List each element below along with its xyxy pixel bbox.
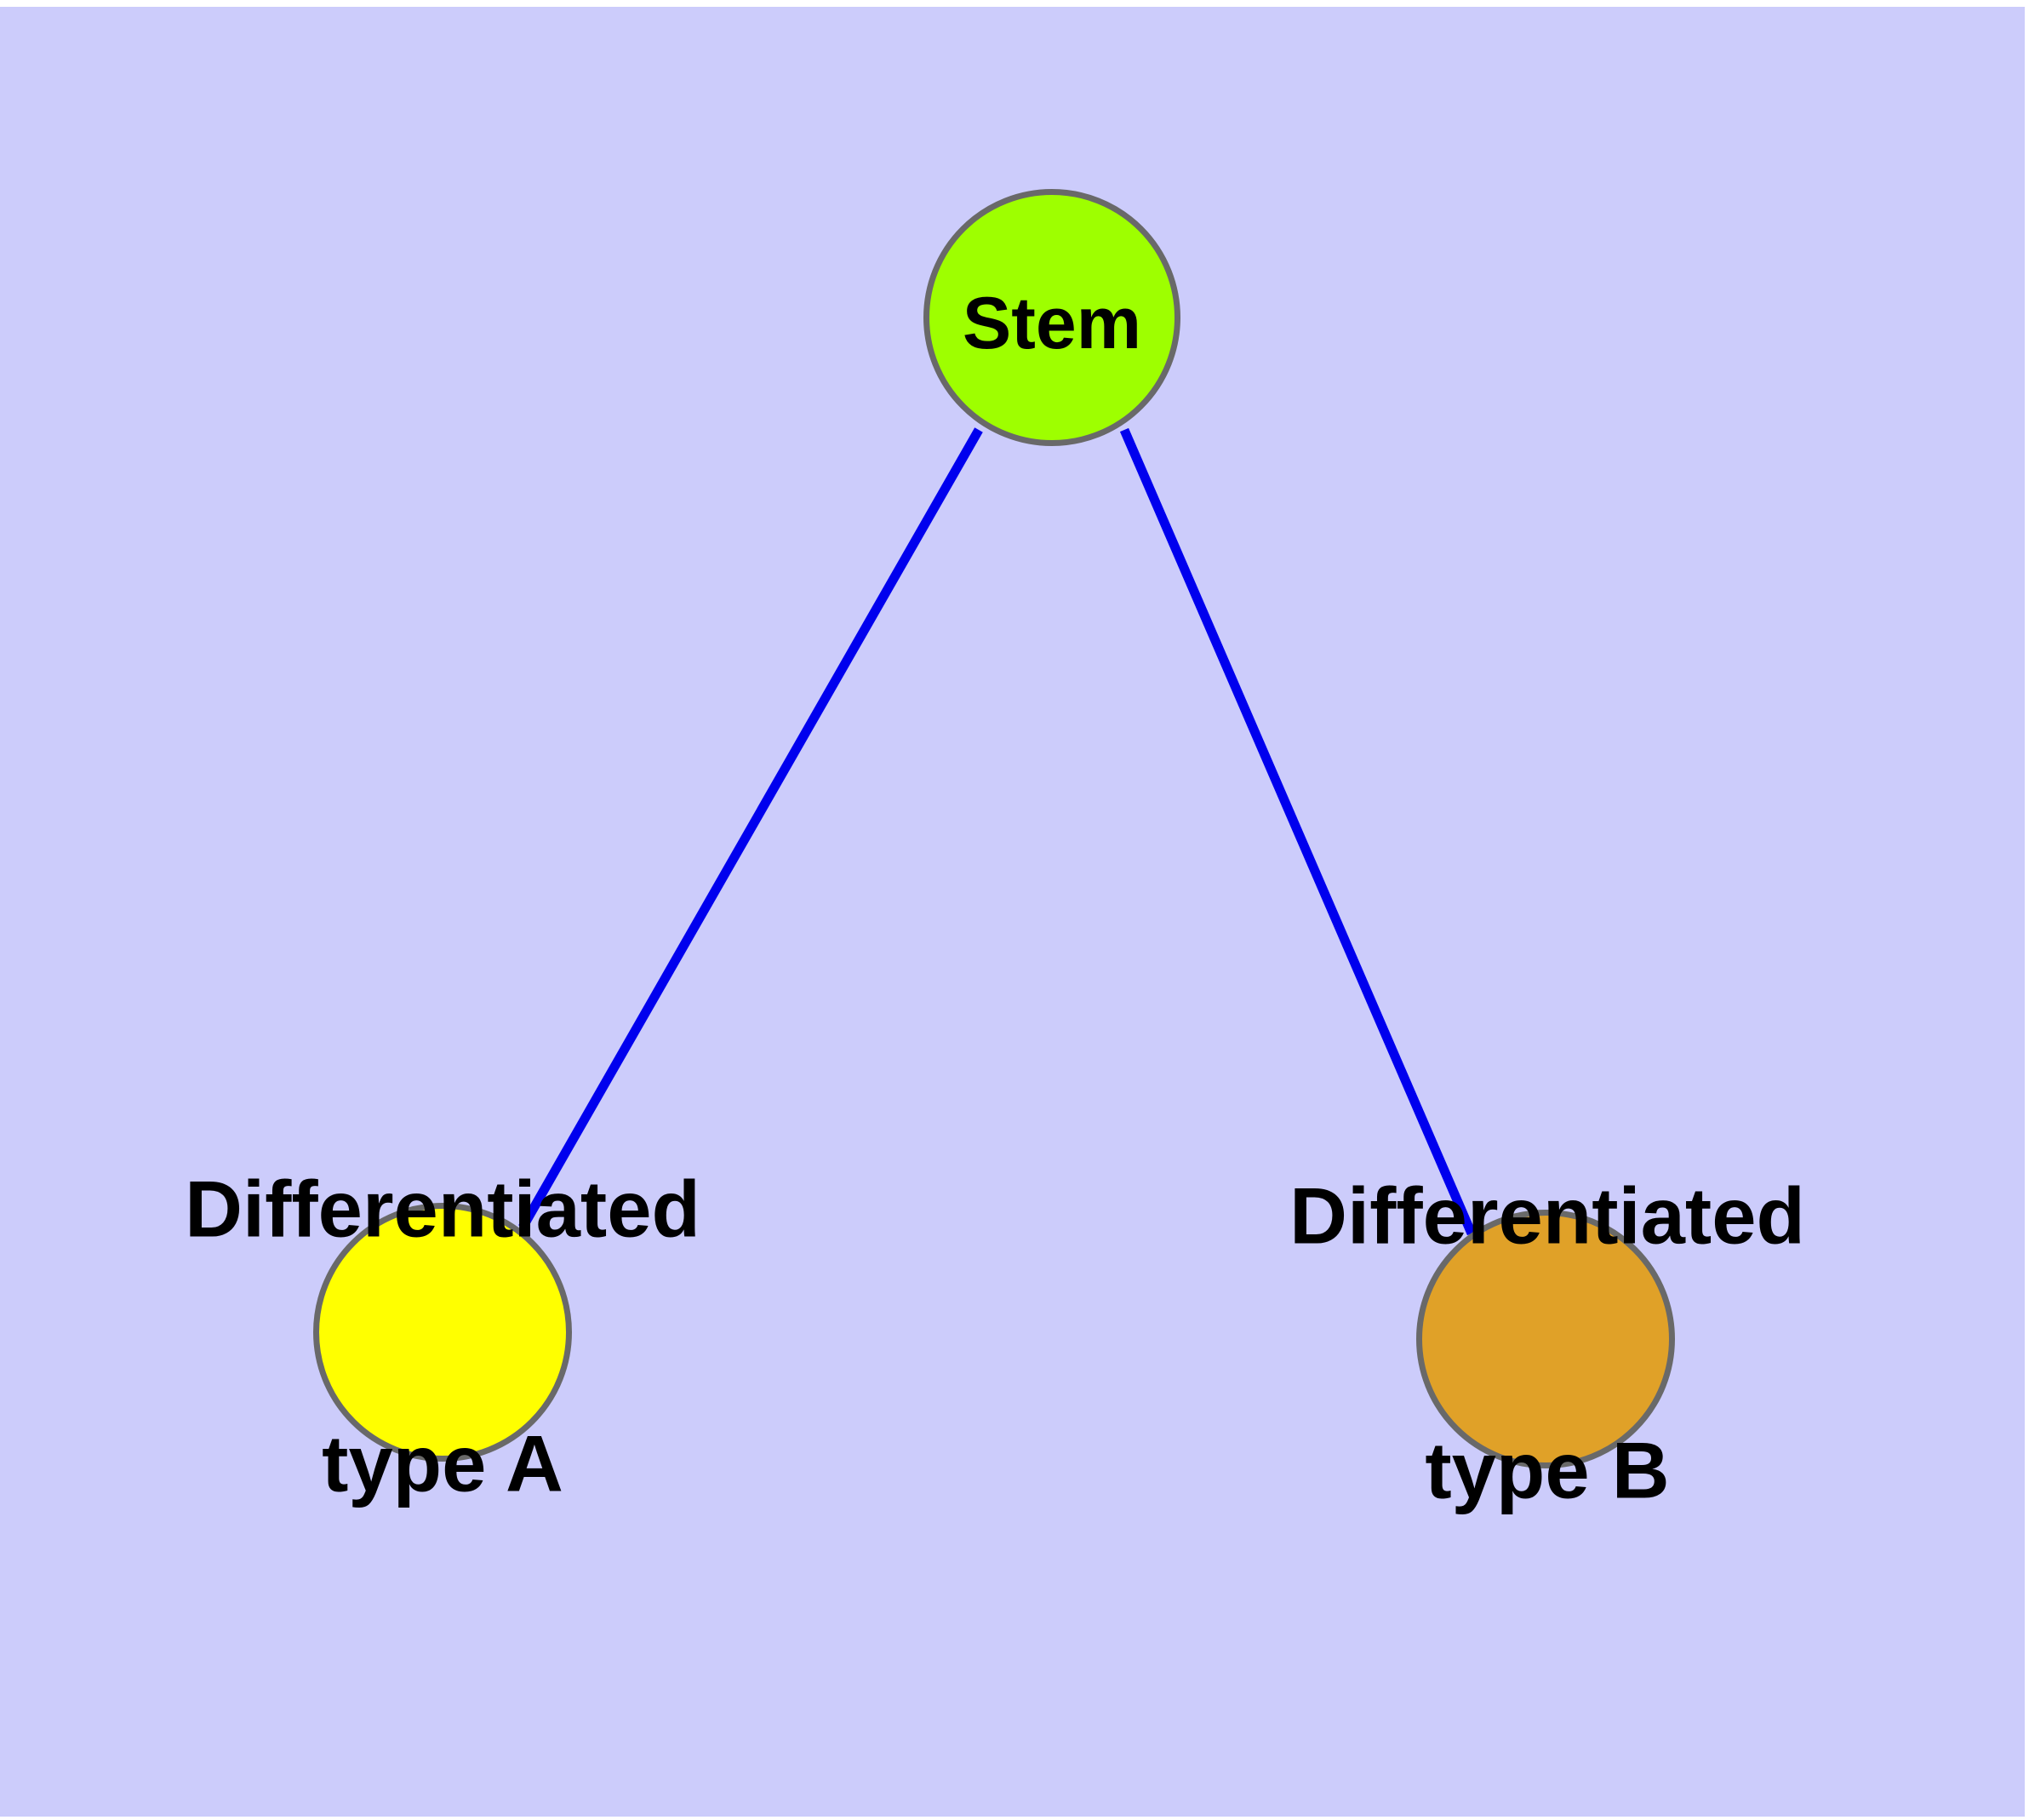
edge-stem-to-differentiated-type-b: [1119, 427, 1477, 1236]
edge-layer: [518, 427, 1477, 1236]
edge-stem-to-differentiated-type-a: [518, 427, 983, 1230]
node-circle-differentiated-type-a[interactable]: [313, 1203, 572, 1462]
node-circle-differentiated-type-b[interactable]: [1416, 1210, 1675, 1468]
graph-svg: [313, 189, 1675, 1468]
node-layer: [313, 189, 1675, 1468]
node-circle-stem[interactable]: [923, 189, 1180, 446]
diagram-canvas: Stem Differentiated type A Differentiate…: [0, 7, 2025, 1817]
